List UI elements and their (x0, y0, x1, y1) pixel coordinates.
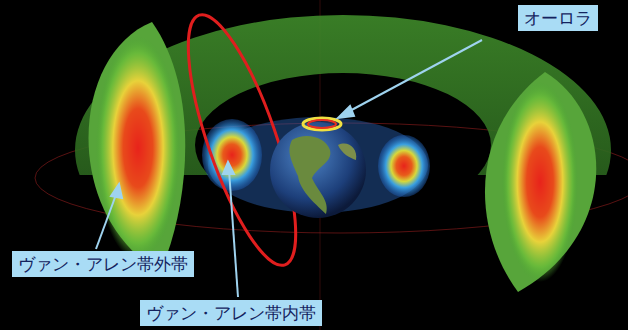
earth (270, 122, 366, 218)
inner-belt-core (378, 135, 430, 197)
label-text: オーロラ (524, 8, 592, 28)
outer-belt-torus (75, 15, 611, 175)
leader-line (346, 40, 482, 113)
label-box: オーロラ (518, 5, 598, 31)
leader-line (229, 170, 238, 297)
aurora-ring (303, 118, 341, 130)
arrowhead (338, 106, 354, 118)
label-text: ヴァン・アレン帯内帯 (146, 303, 316, 323)
earth-land (290, 136, 331, 214)
outer-belt-core (96, 36, 180, 260)
earth-land (338, 143, 356, 160)
outer-belt-core (502, 82, 578, 282)
outer-belt-section (89, 22, 186, 272)
aurora-ring (308, 120, 336, 128)
arrowhead (223, 162, 234, 174)
outer-belt-section (485, 72, 596, 292)
label-box: ヴァン・アレン帯内帯 (140, 300, 322, 326)
arrowhead (111, 184, 122, 198)
leader-line (96, 192, 117, 249)
label-box: ヴァン・アレン帯外帯 (12, 251, 194, 277)
label-text: ヴァン・アレン帯外帯 (18, 254, 188, 274)
